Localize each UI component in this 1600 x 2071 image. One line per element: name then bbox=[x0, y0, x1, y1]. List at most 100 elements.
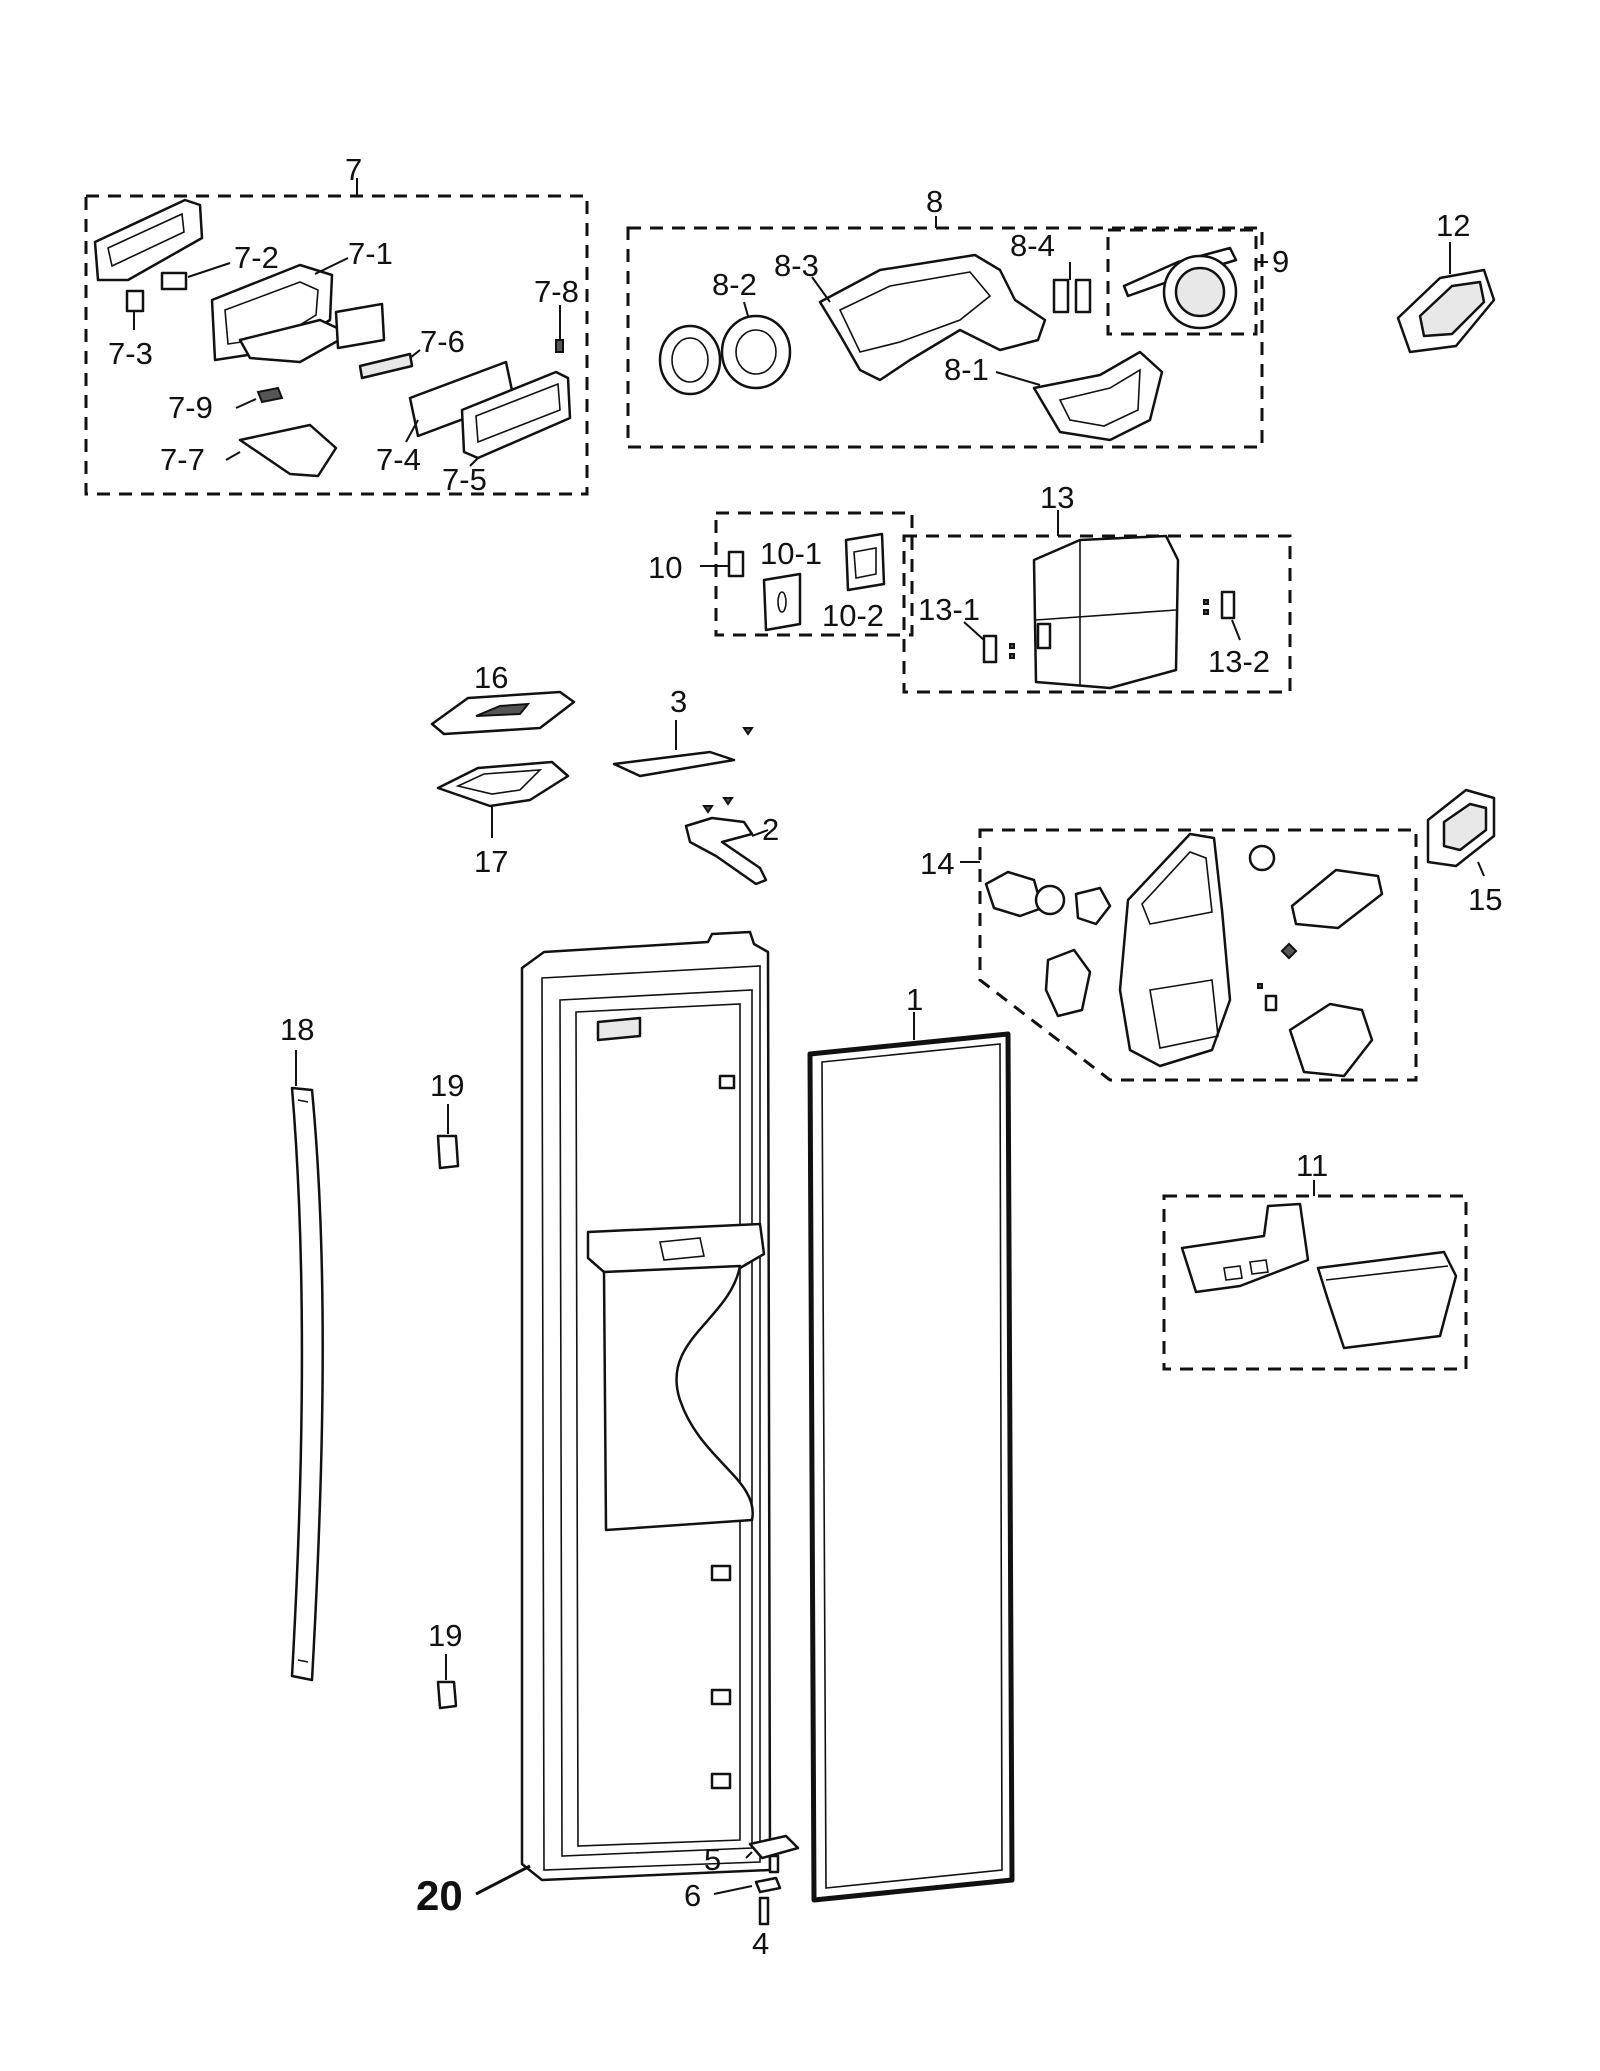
part-7-6-card bbox=[334, 302, 386, 350]
group-7-control-panel: 7 7-2 7-3 7-1 7-6 7-8 7-4 bbox=[84, 152, 589, 497]
part-14-gear bbox=[1034, 884, 1066, 916]
label-19-lower: 19 bbox=[428, 1618, 462, 1653]
label-19-upper: 19 bbox=[430, 1068, 464, 1103]
label-7-8: 7-8 bbox=[534, 274, 579, 309]
label-12: 12 bbox=[1436, 208, 1470, 243]
part-19-lower bbox=[436, 1680, 458, 1710]
label-7-1: 7-1 bbox=[348, 236, 393, 271]
part-7-7 bbox=[238, 423, 338, 478]
part-11-bracket bbox=[1180, 1202, 1310, 1294]
label-2: 2 bbox=[762, 812, 779, 847]
label-8-3: 8-3 bbox=[774, 248, 819, 283]
group-bottom-hinge: 5 6 4 bbox=[684, 1834, 800, 1961]
part-7-2 bbox=[160, 271, 188, 291]
part-17-frame bbox=[436, 760, 570, 808]
part-5-plate bbox=[748, 1834, 800, 1860]
group-8-box bbox=[626, 226, 1264, 449]
part-13-1 bbox=[982, 634, 998, 664]
label-5: 5 bbox=[704, 1842, 721, 1877]
label-15: 15 bbox=[1468, 882, 1502, 917]
label-18: 18 bbox=[280, 1012, 314, 1047]
label-10: 10 bbox=[648, 550, 682, 585]
part-8-2-gear bbox=[720, 314, 792, 390]
part-6-washer bbox=[754, 1876, 782, 1894]
part-1-gasket bbox=[807, 1031, 1015, 1903]
part-7-6-strip bbox=[358, 352, 414, 380]
part-14-cover bbox=[1290, 868, 1384, 930]
label-8: 8 bbox=[926, 184, 943, 219]
part-13-2 bbox=[1220, 590, 1236, 620]
label-11: 11 bbox=[1296, 1148, 1328, 1183]
group-17: 17 bbox=[436, 760, 570, 879]
part-8-3-housing bbox=[818, 253, 1047, 382]
group-10-box bbox=[714, 511, 914, 637]
group-3: 3 bbox=[612, 684, 754, 778]
label-13: 13 bbox=[1040, 480, 1074, 515]
group-13-ice-bucket: 13 13-1 13-2 bbox=[902, 480, 1292, 694]
label-4: 4 bbox=[752, 1926, 769, 1961]
group-14-dispenser-parts: 14 bbox=[920, 828, 1418, 1082]
group-13-box bbox=[902, 534, 1292, 694]
label-7-3: 7-3 bbox=[108, 336, 153, 371]
label-20: 20 bbox=[416, 1872, 463, 1919]
part-19-upper bbox=[436, 1134, 460, 1170]
label-8-1: 8-1 bbox=[944, 352, 989, 387]
group-14-box bbox=[978, 828, 1418, 1082]
group-19-upper: 19 bbox=[430, 1068, 464, 1170]
part-11-bin bbox=[1316, 1250, 1458, 1350]
part-13-bucket bbox=[1032, 534, 1180, 690]
group-2: 2 bbox=[684, 797, 779, 886]
group-10-hinge: 10 10-1 10-2 bbox=[648, 511, 914, 637]
part-7-8-screw bbox=[555, 339, 564, 353]
label-7-4: 7-4 bbox=[376, 442, 421, 477]
label-16: 16 bbox=[474, 660, 508, 695]
group-1-gasket: 1 bbox=[807, 982, 1015, 1903]
part-7-3 bbox=[125, 289, 145, 313]
part-18-handle bbox=[290, 1086, 324, 1682]
part-3-bar bbox=[612, 750, 736, 778]
group-11-box bbox=[1162, 1194, 1468, 1371]
label-13-2: 13-2 bbox=[1208, 644, 1270, 679]
part-10 bbox=[727, 550, 745, 578]
group-15: 15 bbox=[1426, 788, 1502, 917]
group-7-box bbox=[84, 194, 589, 496]
label-7-7: 7-7 bbox=[160, 442, 205, 477]
label-9: 9 bbox=[1272, 244, 1289, 279]
part-14-lever bbox=[1074, 886, 1112, 926]
part-8-1-chute bbox=[1032, 350, 1164, 442]
part-14-paddle bbox=[1288, 1002, 1374, 1078]
part-14-frame bbox=[1118, 832, 1232, 1068]
part-14-solenoid bbox=[1044, 948, 1092, 1018]
part-20-top-vent bbox=[596, 1016, 642, 1042]
label-8-4: 8-4 bbox=[1010, 228, 1055, 263]
part-14-actuator bbox=[984, 870, 1044, 918]
group-11-bin: 11 bbox=[1162, 1148, 1468, 1371]
label-8-2: 8-2 bbox=[712, 267, 757, 302]
part-7-9 bbox=[256, 386, 284, 404]
label-13-1: 13-1 bbox=[918, 592, 980, 627]
part-2-lever bbox=[684, 816, 768, 886]
part-8-4b bbox=[1074, 278, 1092, 314]
door-assembly: 20 bbox=[416, 930, 772, 1919]
part-8-motor bbox=[658, 324, 722, 396]
part-20-dispenser-panel bbox=[586, 1222, 766, 1274]
group-9-box bbox=[1106, 228, 1258, 336]
label-6: 6 bbox=[684, 1878, 701, 1913]
group-19-lower: 19 bbox=[428, 1618, 462, 1710]
label-10-1: 10-1 bbox=[760, 536, 822, 571]
part-10-1-plate bbox=[762, 572, 802, 632]
part-7-5-housing bbox=[460, 370, 572, 460]
label-7-9: 7-9 bbox=[168, 390, 213, 425]
group-8-dispenser-housing: 8 8-2 8-3 8-4 8-1 9 bbox=[626, 184, 1289, 449]
label-7-2: 7-2 bbox=[234, 240, 279, 275]
group-18-handle: 18 bbox=[280, 1012, 324, 1682]
label-17: 17 bbox=[474, 844, 508, 879]
label-7-5: 7-5 bbox=[442, 462, 487, 497]
group-12: 12 bbox=[1396, 208, 1496, 354]
label-10-2: 10-2 bbox=[822, 598, 884, 633]
label-14: 14 bbox=[920, 846, 954, 881]
label-1: 1 bbox=[906, 982, 923, 1017]
part-20-recess bbox=[602, 1264, 754, 1532]
part-7-panel-cover bbox=[93, 198, 204, 282]
